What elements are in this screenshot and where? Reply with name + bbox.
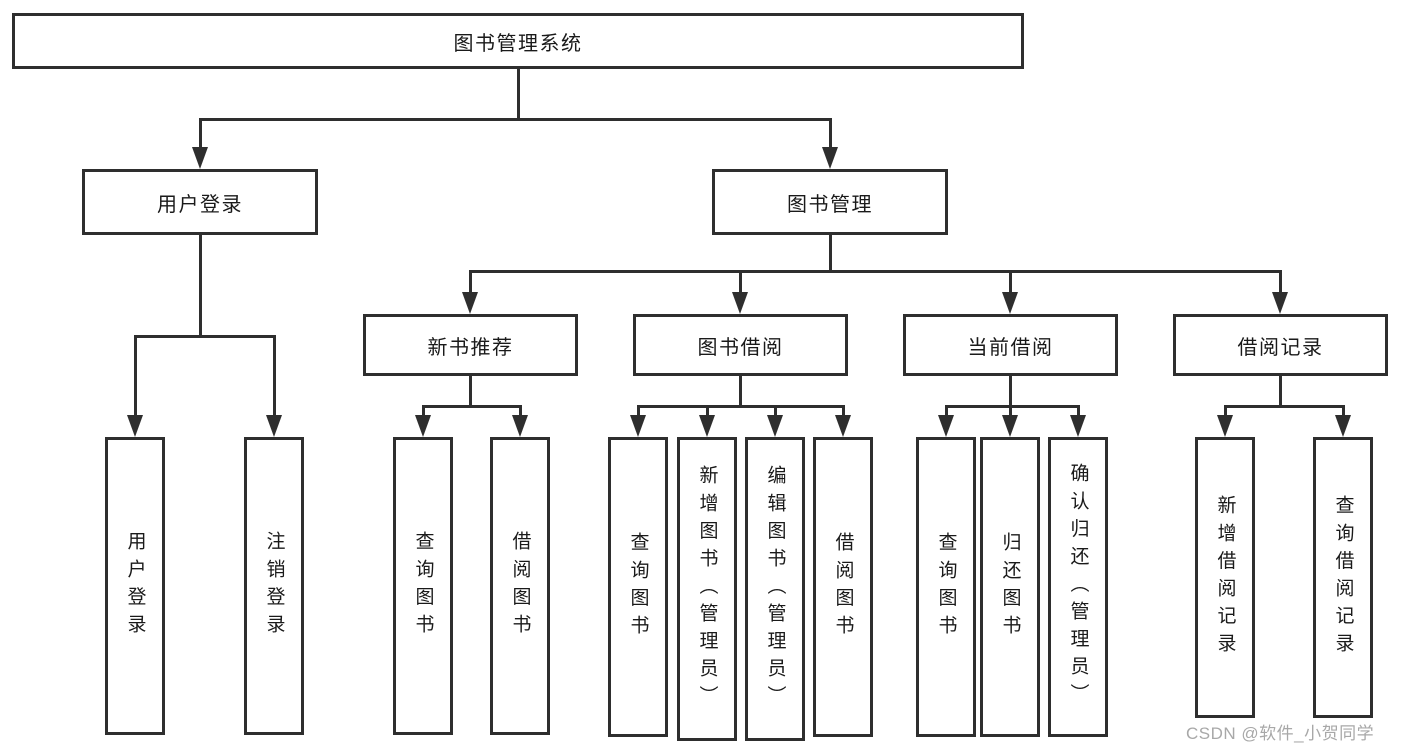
connector-arrow-stub (738, 270, 742, 294)
arrowhead-down (1272, 292, 1288, 314)
arrowhead-down (127, 415, 143, 437)
connector-module-stub (468, 376, 472, 408)
connector-module-stub (1008, 376, 1012, 408)
connector-level3-hline (468, 270, 1282, 273)
node-current-borrow: 当前借阅 (903, 314, 1118, 376)
leaf-edit-books-admin: 编辑图书（管理员） (745, 437, 805, 741)
connector-user-login-hline (133, 335, 276, 338)
leaf-add-books-admin: 新增图书（管理员） (677, 437, 737, 741)
connector-arrow-stub (272, 335, 276, 417)
connector-arrow-stub (841, 405, 845, 417)
node-new-book-recommend: 新书推荐 (363, 314, 578, 376)
arrowhead-down (415, 415, 431, 437)
connector-arrow-stub (133, 335, 137, 417)
arrowhead-down (192, 147, 208, 169)
arrowhead-down (462, 292, 478, 314)
arrowhead-down (938, 415, 954, 437)
arrowhead-down (767, 415, 783, 437)
connector-arrow-stub (773, 405, 777, 417)
connector-group-hline (636, 405, 845, 408)
arrowhead-down (835, 415, 851, 437)
connector-book-mgmt-stub (828, 235, 832, 273)
leaf-logout: 注销登录 (244, 437, 304, 735)
node-book-borrow: 图书借阅 (633, 314, 848, 376)
arrowhead-down (1002, 415, 1018, 437)
connector-user-login-stub (198, 235, 202, 338)
arrowhead-down (732, 292, 748, 314)
leaf-return-books: 归还图书 (980, 437, 1040, 737)
connector-arrow-stub (1076, 405, 1080, 417)
node-book-management: 图书管理 (712, 169, 948, 235)
arrowhead-down (1217, 415, 1233, 437)
connector-group-hline (1223, 405, 1345, 408)
arrowhead-down (512, 415, 528, 437)
node-user-login: 用户登录 (82, 169, 318, 235)
connector-arrow-stub (421, 405, 425, 417)
arrowhead-down (822, 147, 838, 169)
arrowhead-down (699, 415, 715, 437)
connector-group-hline (944, 405, 1080, 408)
leaf-query-borrow-record: 查询借阅记录 (1313, 437, 1373, 718)
connector-module-stub (1278, 376, 1282, 408)
arrowhead-down (630, 415, 646, 437)
connector-arrow-stub (828, 118, 832, 148)
node-root: 图书管理系统 (12, 13, 1024, 69)
leaf-query-books-current: 查询图书 (916, 437, 976, 737)
arrowhead-down (1335, 415, 1351, 437)
leaf-borrow-books: 借阅图书 (813, 437, 873, 737)
arrowhead-down (1070, 415, 1086, 437)
node-borrow-records: 借阅记录 (1173, 314, 1388, 376)
connector-arrow-stub (1223, 405, 1227, 417)
leaf-confirm-return-admin: 确认归还（管理员） (1048, 437, 1108, 737)
connector-root-stub (516, 69, 520, 121)
watermark: CSDN @软件_小贺同学 (1186, 724, 1375, 743)
leaf-query-books-borrow: 查询图书 (608, 437, 668, 737)
connector-arrow-stub (705, 405, 709, 417)
connector-level2-hline (198, 118, 832, 121)
connector-arrow-stub (518, 405, 522, 417)
connector-arrow-stub (944, 405, 948, 417)
connector-module-stub (738, 376, 742, 408)
connector-arrow-stub (1008, 270, 1012, 294)
connector-arrow-stub (468, 270, 472, 294)
connector-arrow-stub (1008, 405, 1012, 417)
leaf-query-books-recommend: 查询图书 (393, 437, 453, 735)
connector-arrow-stub (1341, 405, 1345, 417)
leaf-add-borrow-record: 新增借阅记录 (1195, 437, 1255, 718)
leaf-user-login: 用户登录 (105, 437, 165, 735)
arrowhead-down (1002, 292, 1018, 314)
connector-arrow-stub (1278, 270, 1282, 294)
connector-group-hline (421, 405, 522, 408)
connector-arrow-stub (636, 405, 640, 417)
connector-arrow-stub (198, 118, 202, 148)
leaf-borrow-books-recommend: 借阅图书 (490, 437, 550, 735)
arrowhead-down (266, 415, 282, 437)
